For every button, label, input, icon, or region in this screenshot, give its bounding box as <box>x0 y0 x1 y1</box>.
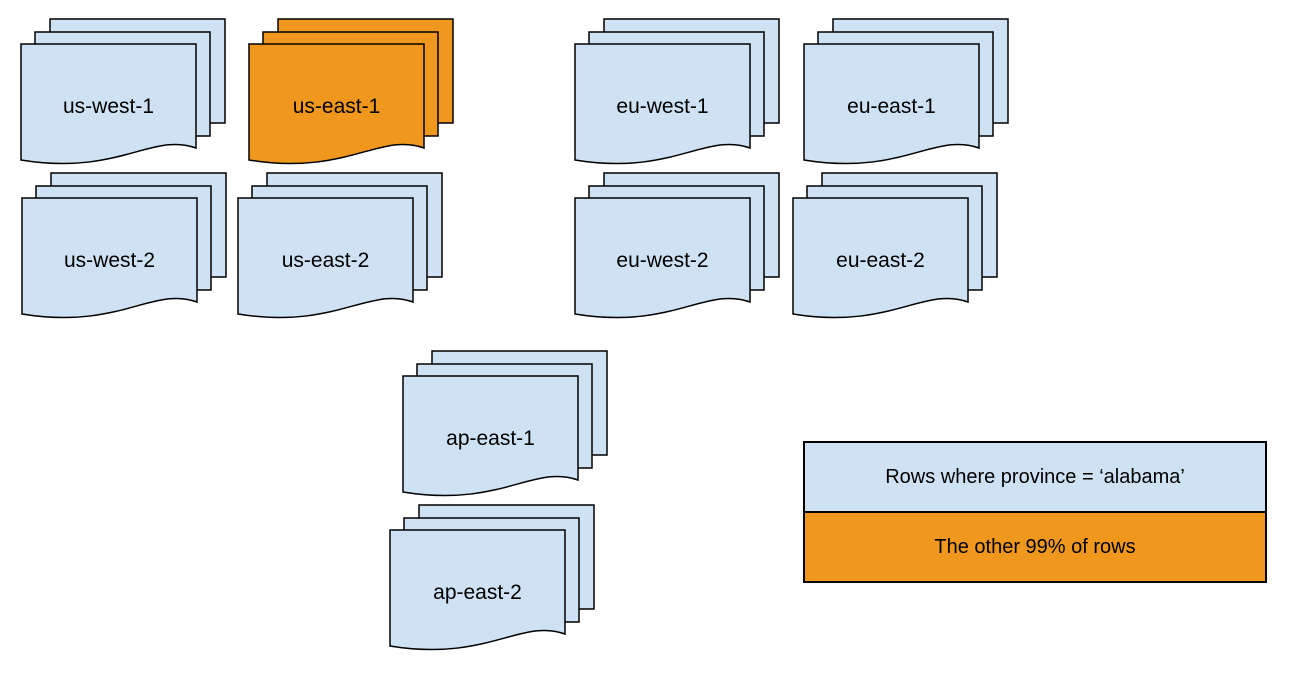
region-label: ap-east-2 <box>433 581 522 604</box>
region-stack-eu-west-1: eu-west-1 <box>574 18 780 170</box>
region-label: us-east-2 <box>281 249 370 272</box>
region-label: eu-west-2 <box>616 249 709 272</box>
region-stack-ap-east-1: ap-east-1 <box>402 350 608 502</box>
region-stack-us-east-2: us-east-2 <box>237 172 443 324</box>
region-stack-eu-east-2: eu-east-2 <box>792 172 998 324</box>
partition-legend: Rows where province = ‘alabama’ The othe… <box>803 441 1267 583</box>
region-label: us-west-2 <box>63 249 156 272</box>
document-stack-icon <box>574 18 780 165</box>
document-stack-icon <box>21 172 227 319</box>
legend-row-alabama: Rows where province = ‘alabama’ <box>805 443 1265 513</box>
legend-row-other-rows: The other 99% of rows <box>805 513 1265 581</box>
document-stack-icon <box>248 18 454 165</box>
document-stack-icon <box>792 172 998 319</box>
document-stack-icon <box>389 504 595 651</box>
legend-label: The other 99% of rows <box>934 535 1136 558</box>
region-stack-us-west-2: us-west-2 <box>21 172 227 324</box>
document-stack-icon <box>402 350 608 497</box>
legend-label: Rows where province = ‘alabama’ <box>885 465 1185 488</box>
document-stack-icon <box>803 18 1009 165</box>
document-stack-icon <box>237 172 443 319</box>
document-stack-icon <box>20 18 226 165</box>
region-stack-us-east-1: us-east-1 <box>248 18 454 170</box>
region-stack-eu-west-2: eu-west-2 <box>574 172 780 324</box>
region-stack-ap-east-2: ap-east-2 <box>389 504 595 656</box>
region-label: eu-east-1 <box>847 95 936 118</box>
region-stack-eu-east-1: eu-east-1 <box>803 18 1009 170</box>
region-label: eu-west-1 <box>616 95 709 118</box>
region-label: ap-east-1 <box>446 427 535 450</box>
document-stack-icon <box>574 172 780 319</box>
region-label: us-east-1 <box>292 95 381 118</box>
region-label: eu-east-2 <box>836 249 925 272</box>
region-stack-us-west-1: us-west-1 <box>20 18 226 170</box>
region-label: us-west-1 <box>62 95 155 118</box>
